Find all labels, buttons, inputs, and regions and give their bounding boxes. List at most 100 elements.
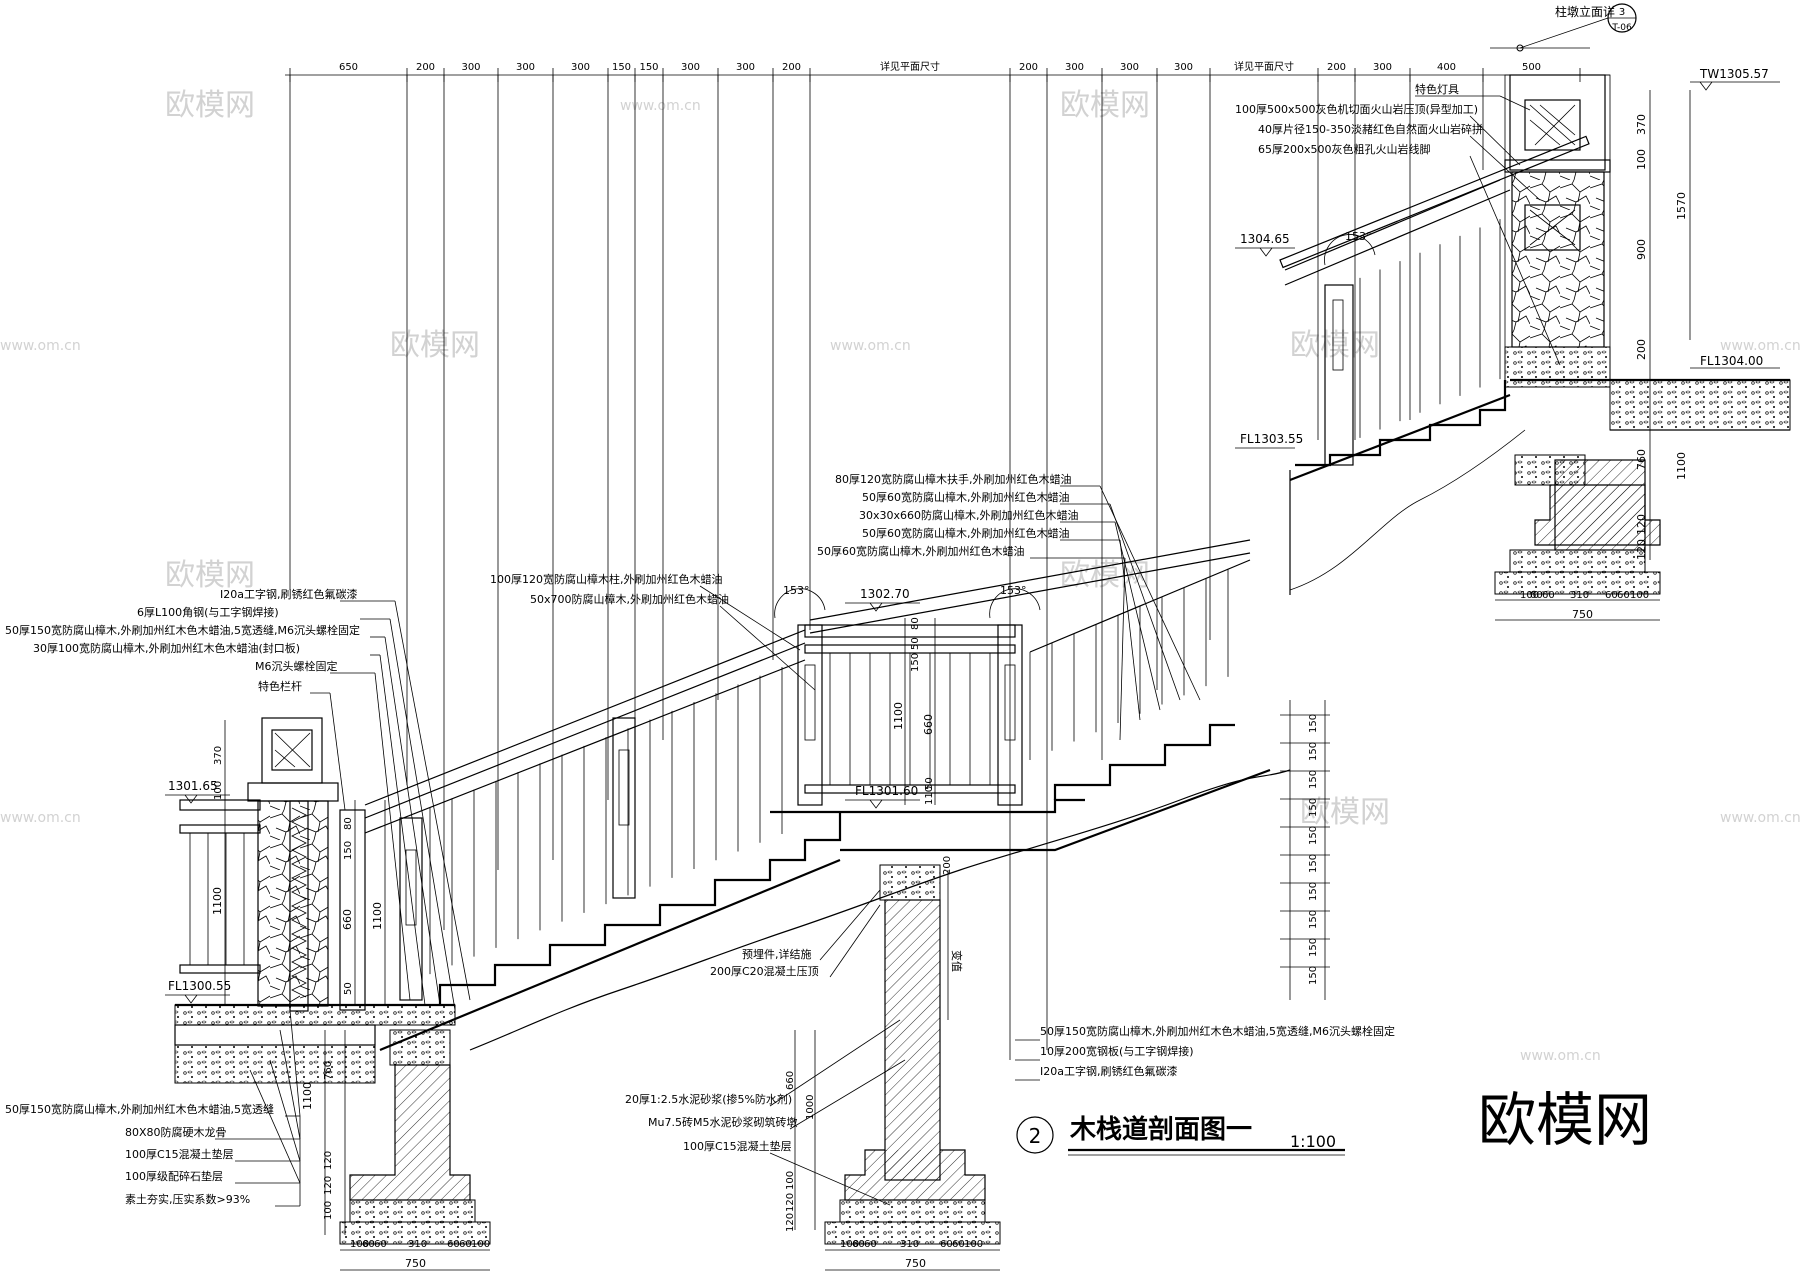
svg-text:100厚C15混凝土垫层: 100厚C15混凝土垫层 bbox=[683, 1139, 792, 1153]
svg-text:50: 50 bbox=[924, 777, 935, 790]
svg-text:30厚100宽防腐山樟木,外刷加州红木色木蜡油(封口板): 30厚100宽防腐山樟木,外刷加州红木色木蜡油(封口板) bbox=[33, 641, 300, 655]
svg-text:153°: 153° bbox=[1000, 584, 1027, 597]
middle-landing: 1302.70 FL1301.60 153° 153° 80 50 150 11… bbox=[490, 472, 1271, 852]
elevation-rail: 1301.65 bbox=[168, 779, 218, 793]
dimension-label: 150 bbox=[639, 62, 658, 73]
svg-text:750: 750 bbox=[905, 1257, 926, 1270]
elevation-floor: FL1301.60 bbox=[855, 784, 918, 798]
elevation-floor: FL1300.55 bbox=[168, 979, 231, 993]
step-dimension: 150 bbox=[1308, 854, 1319, 873]
svg-text:1100: 1100 bbox=[301, 1082, 314, 1110]
dimension-label: 400 bbox=[1437, 62, 1456, 73]
dimension-label: 详见平面尺寸 bbox=[880, 60, 940, 73]
pier-label: 变值 bbox=[950, 950, 964, 972]
watermark-url: www.om.cn bbox=[620, 98, 701, 114]
svg-text:I20a工字钢,刷锈红色氟碳漆: I20a工字钢,刷锈红色氟碳漆 bbox=[220, 587, 357, 601]
dimension-label: 300 bbox=[681, 62, 700, 73]
dimension-label: 300 bbox=[461, 62, 480, 73]
svg-text:65厚200x500灰色粗孔火山岩线脚: 65厚200x500灰色粗孔火山岩线脚 bbox=[1258, 142, 1431, 156]
svg-text:1100: 1100 bbox=[892, 702, 905, 730]
svg-text:110: 110 bbox=[924, 786, 935, 805]
rail-post bbox=[399, 817, 423, 1001]
svg-text:310: 310 bbox=[408, 1239, 427, 1250]
svg-text:900: 900 bbox=[1635, 239, 1648, 260]
step-dimension: 150 bbox=[1308, 742, 1319, 761]
svg-text:100: 100 bbox=[1635, 149, 1648, 170]
dimension-label: 300 bbox=[1373, 62, 1392, 73]
elevation-fl: FL1304.00 bbox=[1700, 354, 1763, 368]
svg-text:310: 310 bbox=[1570, 590, 1589, 601]
svg-text:60: 60 bbox=[447, 1239, 460, 1250]
svg-text:60: 60 bbox=[1605, 590, 1618, 601]
watermark-url: www.om.cn bbox=[0, 810, 81, 826]
landing-post-left bbox=[797, 624, 823, 806]
note-lamp: 特色灯具 bbox=[1415, 82, 1459, 96]
ref-number: 3 bbox=[1619, 7, 1625, 18]
svg-text:60: 60 bbox=[1542, 590, 1555, 601]
elevation-rail: 1304.65 bbox=[1240, 232, 1290, 246]
svg-text:100: 100 bbox=[1630, 590, 1649, 601]
svg-text:50厚150宽防腐山樟木,外刷加州红木色木蜡油,5宽透缝: 50厚150宽防腐山樟木,外刷加州红木色木蜡油,5宽透缝 bbox=[5, 1102, 274, 1116]
watermark-brand: 欧模网 bbox=[1300, 795, 1390, 830]
middle-pier: 100 60 60 310 60 60 100 750 变值 预埋件,详结施 2… bbox=[625, 856, 1001, 1271]
title-number: 2 bbox=[1029, 1124, 1042, 1148]
svg-text:60: 60 bbox=[362, 1239, 375, 1250]
watermark-brand: 欧模网 bbox=[1060, 88, 1150, 123]
left-bottom-notes: 50厚150宽防腐山樟木,外刷加州红木色木蜡油,5宽透缝 80X80防腐硬木龙骨… bbox=[5, 1009, 301, 1207]
svg-text:60: 60 bbox=[852, 1239, 865, 1250]
left-top-notes: I20a工字钢,刷锈红色氟碳漆 6厚L100角钢(与工字钢焊接) 50厚150宽… bbox=[5, 587, 471, 1011]
footing-width: 750 bbox=[1572, 608, 1593, 621]
step-dimension: 150 bbox=[1308, 882, 1319, 901]
rail-post bbox=[1324, 284, 1354, 466]
svg-text:100: 100 bbox=[213, 781, 224, 800]
note-post: 100厚120宽防腐山樟木柱,外刷加州红色木蜡油 bbox=[490, 572, 723, 586]
svg-text:100: 100 bbox=[840, 1239, 859, 1250]
svg-text:80厚120宽防腐山樟木扶手,外刷加州红色木蜡油: 80厚120宽防腐山樟木扶手,外刷加州红色木蜡油 bbox=[835, 472, 1072, 486]
lamp-pattern bbox=[1529, 104, 1576, 146]
dimension-label: 500 bbox=[1522, 62, 1541, 73]
watermark-url: www.om.cn bbox=[1720, 338, 1800, 354]
watermark-brand: 欧模网 bbox=[390, 328, 480, 363]
svg-text:预埋件,详结施: 预埋件,详结施 bbox=[742, 947, 812, 961]
rail-notes: 80厚120宽防腐山樟木扶手,外刷加州红色木蜡油 50厚60宽防腐山樟木,外刷加… bbox=[817, 472, 1201, 741]
watermark-url: www.om.cn bbox=[1720, 810, 1800, 826]
svg-text:50厚60宽防腐山樟木,外刷加州红色木蜡油: 50厚60宽防腐山樟木,外刷加州红色木蜡油 bbox=[862, 490, 1070, 504]
svg-text:200: 200 bbox=[1635, 339, 1648, 360]
svg-text:60: 60 bbox=[374, 1239, 387, 1250]
svg-text:30x30x660防腐山樟木,外刷加州红色木蜡油: 30x30x660防腐山樟木,外刷加州红色木蜡油 bbox=[859, 508, 1079, 522]
svg-text:1100: 1100 bbox=[211, 887, 224, 915]
dimension-label: 300 bbox=[1065, 62, 1084, 73]
svg-text:120: 120 bbox=[323, 1176, 334, 1195]
dimension-label: 300 bbox=[571, 62, 590, 73]
watermark-url: www.om.cn bbox=[0, 338, 81, 354]
ref-label: 柱墩立面详 bbox=[1555, 4, 1615, 19]
dimension-label: 150 bbox=[612, 62, 631, 73]
svg-text:特色栏杆: 特色栏杆 bbox=[258, 679, 302, 693]
svg-text:370: 370 bbox=[1635, 114, 1648, 135]
angle-label: 153° bbox=[783, 584, 810, 597]
svg-text:60: 60 bbox=[952, 1239, 965, 1250]
svg-text:1100: 1100 bbox=[371, 902, 384, 930]
dimension-label: 200 bbox=[1019, 62, 1038, 73]
title-number-bubble bbox=[1016, 1116, 1054, 1154]
elevation-rail: 1302.70 bbox=[860, 587, 910, 601]
svg-text:10厚200宽钢板(与工字钢焊接): 10厚200宽钢板(与工字钢焊接) bbox=[1040, 1044, 1194, 1058]
step-dimension: 150 bbox=[1308, 966, 1319, 985]
watermarks: 欧模网 www.om.cn 欧模网 www.om.cn 欧模网 www.om.c… bbox=[0, 88, 1800, 1064]
vertical-guide-lines bbox=[289, 75, 1484, 1060]
svg-text:750: 750 bbox=[405, 1257, 426, 1270]
dimension-label: 650 bbox=[339, 62, 358, 73]
watermark-brand: 欧模网 bbox=[165, 88, 255, 123]
step-dimension: 150 bbox=[1308, 910, 1319, 929]
svg-text:50厚60宽防腐山樟木,外刷加州红色木蜡油: 50厚60宽防腐山樟木,外刷加州红色木蜡油 bbox=[862, 526, 1070, 540]
svg-text:100厚级配碎石垫层: 100厚级配碎石垫层 bbox=[125, 1169, 223, 1183]
svg-text:素土夯实,压实系数>93%: 素土夯实,压实系数>93% bbox=[125, 1192, 250, 1206]
svg-text:80: 80 bbox=[343, 817, 354, 830]
left-post-assembly: 100 60 60 310 60 60 100 750 1301.65 FL13… bbox=[5, 587, 491, 1271]
svg-text:660: 660 bbox=[785, 1071, 796, 1090]
step-dimension: 150 bbox=[1308, 798, 1319, 817]
title-name: 木栈道剖面图一 bbox=[1069, 1114, 1252, 1145]
